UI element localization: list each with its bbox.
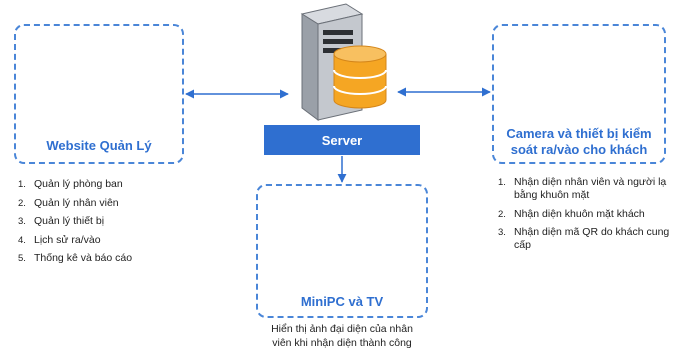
minipc-caption: Hiển thị ảnh đại diện của nhân viên khi … [236,322,448,350]
website-title: Website Quản Lý [46,138,152,153]
list-number: 4. [18,234,26,246]
list-item: 1. Quản lý phòng ban [18,178,188,191]
camera-box: Camera và thiết bị kiểm soát ra/vào cho … [492,24,666,164]
minipc-caption-line1: Hiển thị ảnh đại diện của nhân [271,323,413,335]
website-feature: Quản lý nhân viên [34,196,119,209]
list-item: 4. Lịch sử ra/vào [18,234,188,247]
list-number: 1. [498,177,506,188]
camera-feature: Nhận diện nhân viên và người lạ bằng khu… [514,176,667,201]
list-item: 2. Nhận diện khuôn mặt khách [498,208,670,221]
list-number: 5. [18,253,26,264]
minipc-caption-line2: viên khi nhận diện thành công [272,337,412,349]
website-feature-list: 1.Quản lý phòng ban 2.Quản lý nhân viên … [18,178,188,271]
minipc-title: MiniPC và TV [300,294,384,309]
list-item: 3. Quản lý thiết bị [18,215,188,228]
list-item: 1. Nhận diện nhân viên và người lạ bằng k… [498,176,670,202]
camera-feature: Nhận diện mã QR do khách cung cấp [514,226,670,251]
camera-feature: Nhận diện khuôn mặt khách [514,207,645,220]
list-item: 5. Thống kê và báo cáo [18,252,188,265]
camera-title: Camera và thiết bị kiểm soát ra/vào cho … [494,126,664,158]
website-feature: Quản lý thiết bị [34,215,105,227]
website-box: Website Quản Lý [14,24,184,164]
website-feature: Quản lý phòng ban [34,178,123,190]
list-number: 2. [498,208,506,220]
list-number: 3. [498,227,506,238]
list-item: 2. Quản lý nhân viên [18,197,188,210]
list-number: 2. [18,197,26,209]
minipc-box: MiniPC và TV [256,184,428,318]
camera-title-line1: Camera và thiết bị kiểm [506,126,652,141]
website-feature: Lịch sử ra/vào [34,233,101,246]
website-feature: Thống kê và báo cáo [34,252,133,264]
database-icon [333,45,387,109]
list-item: 3. Nhận diện mã QR do khách cung cấp [498,226,670,252]
list-number: 1. [18,179,26,190]
list-number: 3. [18,216,26,227]
camera-title-line2: soát ra/vào cho khách [510,142,648,157]
server-label: Server [264,125,420,155]
camera-feature-list: 1. Nhận diện nhân viên và người lạ bằng k… [498,176,670,258]
